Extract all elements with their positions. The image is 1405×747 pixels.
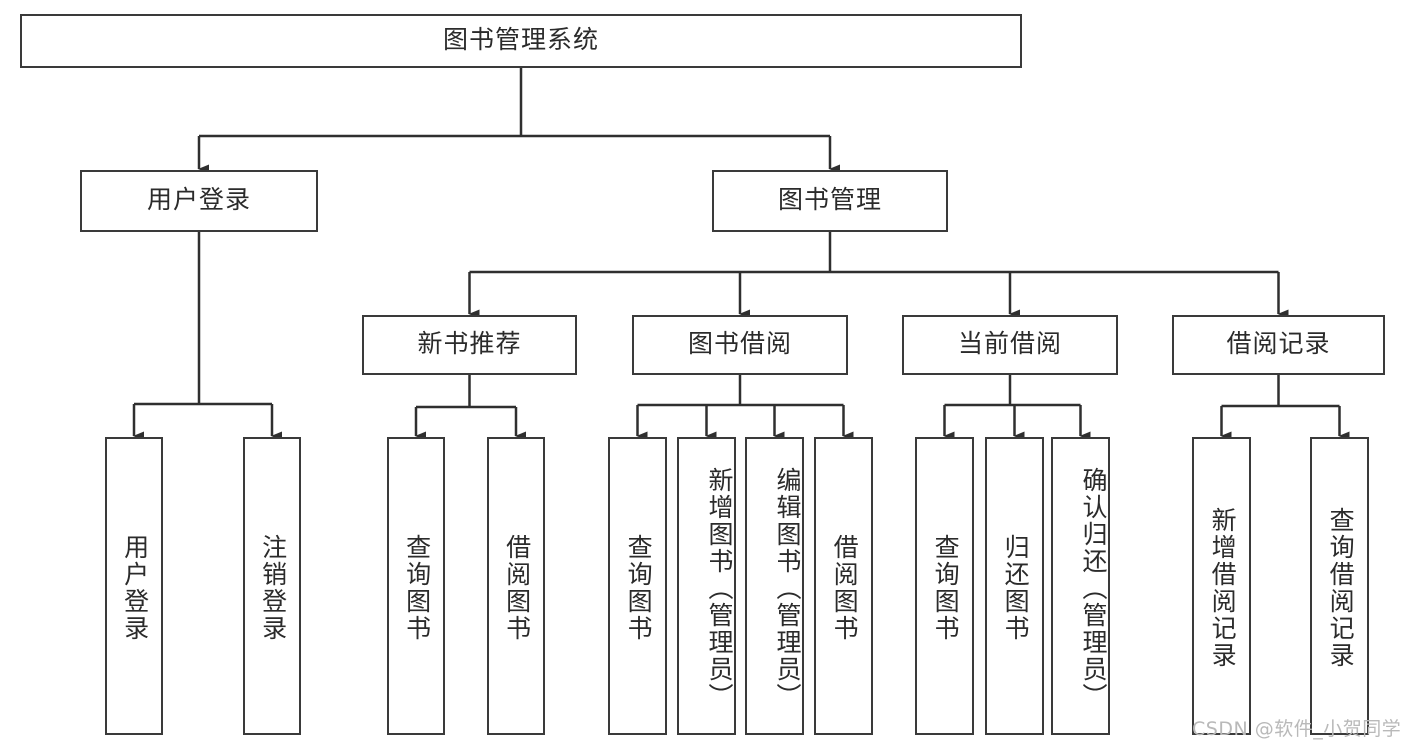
node-records[interactable]: 借阅记录 [1172,315,1385,375]
node-c3[interactable]: 确认归还（管理员） [1051,437,1110,735]
node-b1[interactable]: 查询图书 [608,437,667,735]
node-label: 新增图书（管理员） [705,466,733,710]
node-n2[interactable]: 借阅图书 [487,437,545,735]
node-r1[interactable]: 新增借阅记录 [1192,437,1251,735]
node-label: 借阅图书 [502,534,531,642]
node-newbook[interactable]: 新书推荐 [362,315,577,375]
node-label: 查询借阅记录 [1326,507,1355,669]
node-n1[interactable]: 查询图书 [387,437,445,735]
node-label: 查询图书 [624,534,653,642]
node-b4[interactable]: 借阅图书 [814,437,873,735]
node-c2[interactable]: 归还图书 [985,437,1044,735]
node-label: 图书管理系统 [442,26,599,55]
node-label: 查询图书 [402,534,431,642]
node-r2[interactable]: 查询借阅记录 [1310,437,1369,735]
node-login[interactable]: 用户登录 [80,170,318,232]
node-label: 借阅图书 [830,534,859,642]
node-label: 注销登录 [258,534,287,642]
node-borrow[interactable]: 图书借阅 [632,315,848,375]
node-label: 借阅记录 [1226,330,1331,359]
node-label: 新书推荐 [417,330,522,359]
node-label: 查询图书 [931,534,960,642]
node-label: 确认归还（管理员） [1079,466,1107,710]
watermark-label: CSDN @软件_小贺同学 [1192,718,1402,740]
node-label: 图书借阅 [687,330,792,359]
node-l2[interactable]: 注销登录 [243,437,301,735]
node-c1[interactable]: 查询图书 [915,437,974,735]
node-label: 当前借阅 [957,330,1062,359]
node-bookmgmt[interactable]: 图书管理 [712,170,948,232]
node-label: 图书管理 [777,186,882,215]
node-label: 新增借阅记录 [1208,507,1237,669]
node-label: 归还图书 [1001,534,1030,642]
node-label: 用户登录 [146,186,251,215]
node-root[interactable]: 图书管理系统 [20,14,1022,68]
node-label: 编辑图书（管理员） [773,466,801,710]
node-b3[interactable]: 编辑图书（管理员） [745,437,804,735]
node-label: 用户登录 [120,534,149,642]
node-l1[interactable]: 用户登录 [105,437,163,735]
node-current[interactable]: 当前借阅 [902,315,1118,375]
node-b2[interactable]: 新增图书（管理员） [677,437,736,735]
